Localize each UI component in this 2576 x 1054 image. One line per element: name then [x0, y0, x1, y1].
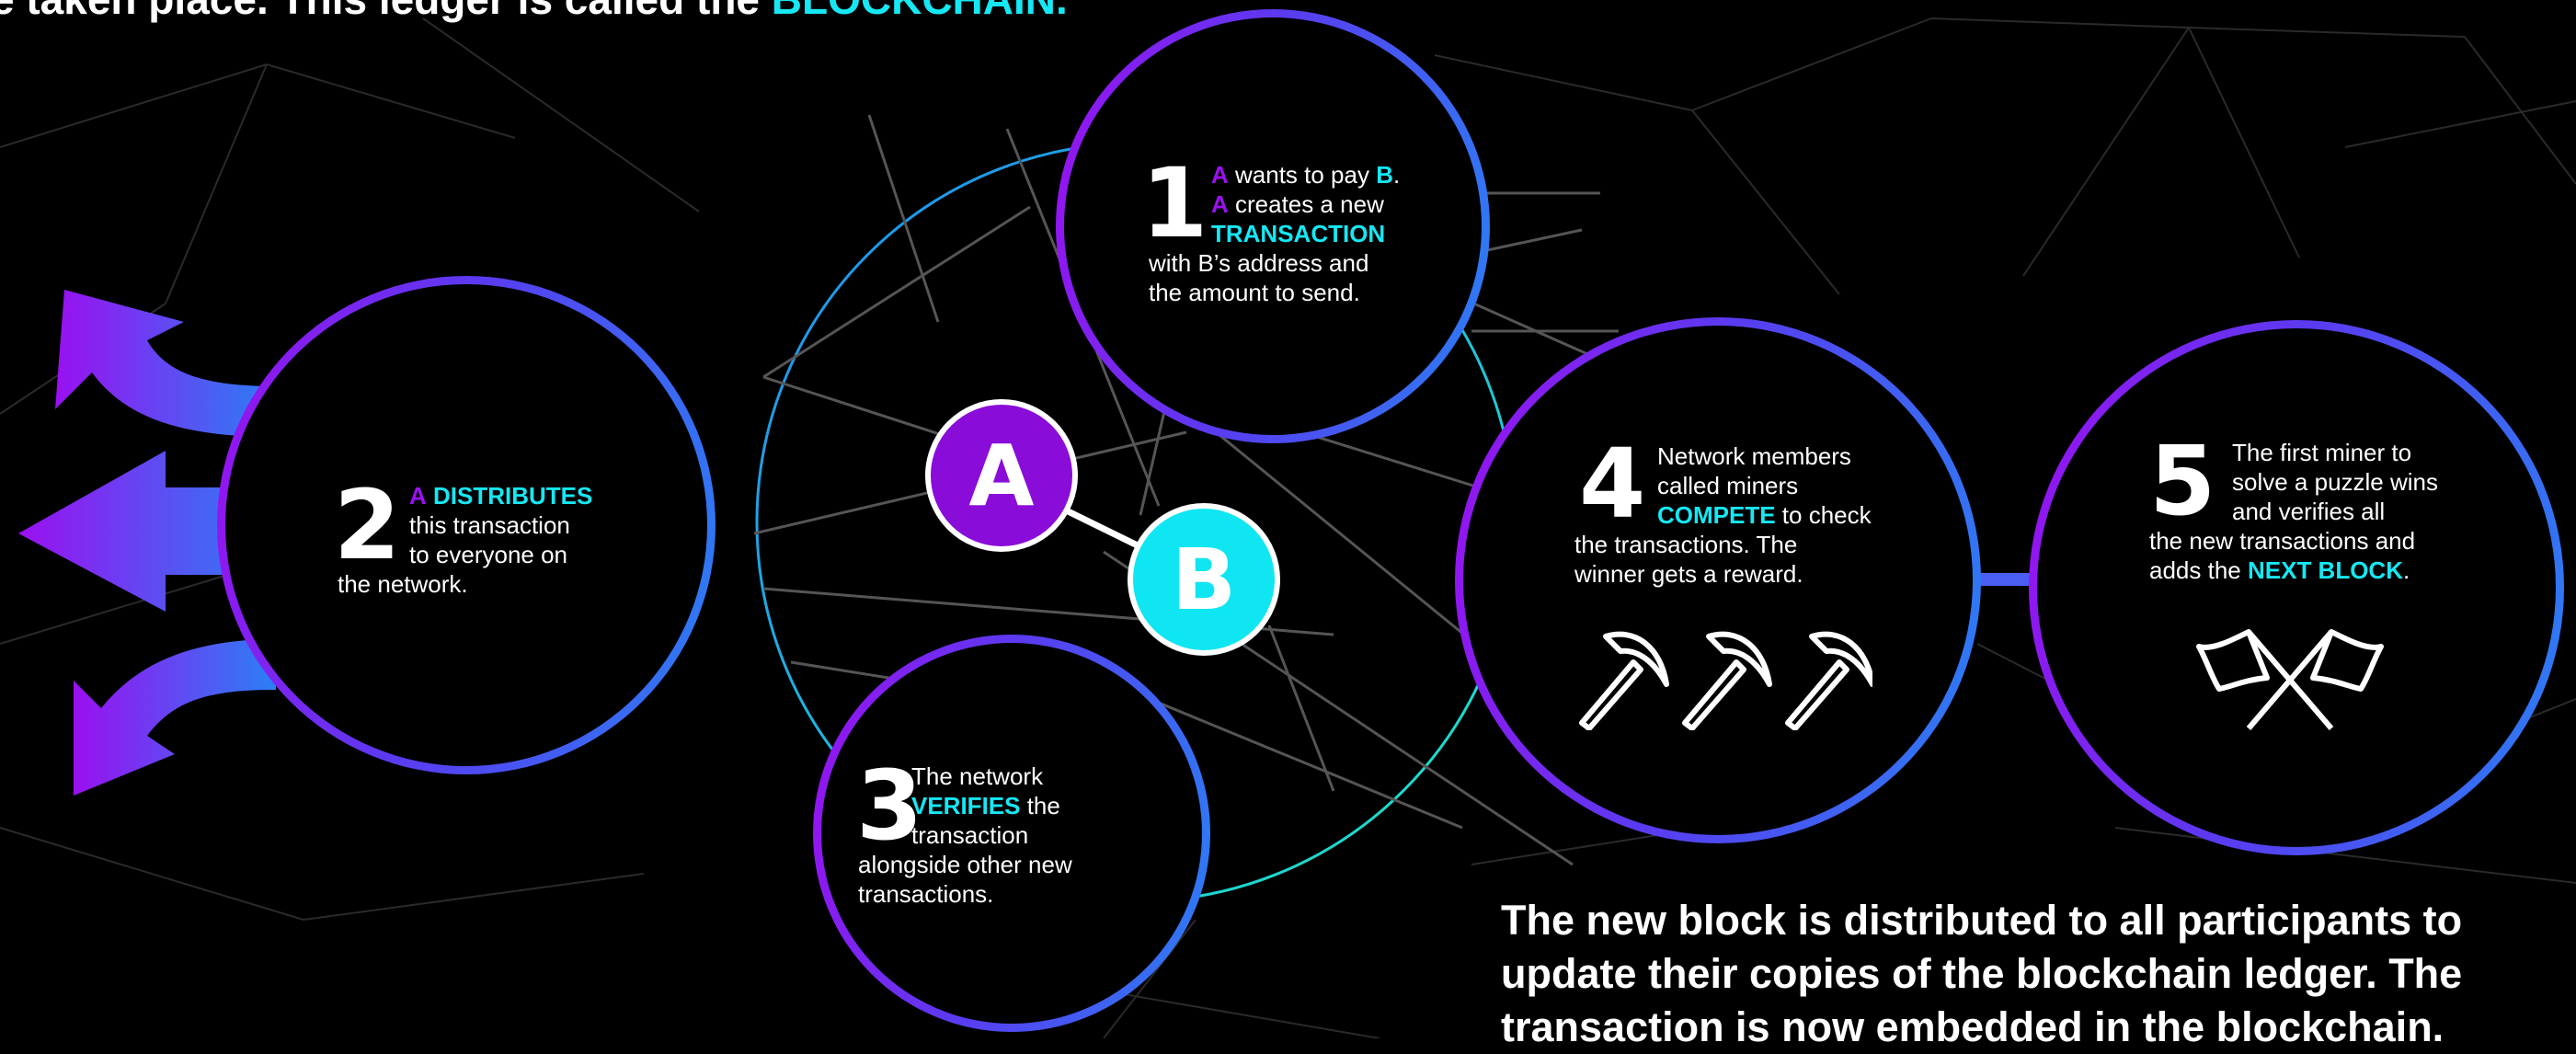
step-5-line5: adds the NEXT BLOCK. [2149, 556, 2410, 584]
step-4-circle: 4 Network members called miners COMPETE … [1455, 317, 1981, 843]
step-4-number: 4 [1579, 428, 1646, 540]
pickaxe-icon [1785, 631, 1872, 730]
step-1-line4: with B’s address and [1149, 249, 1369, 277]
step-3-number: 3 [856, 750, 923, 862]
step-3-line5: transactions. [858, 880, 994, 908]
step-5-number: 5 [2149, 425, 2216, 537]
pickaxe-icons [1579, 631, 1872, 730]
step-4-text: Network members called miners COMPETE to… [1657, 442, 1872, 529]
step-2-line4: the network. [338, 570, 468, 598]
distribution-arrows [18, 290, 276, 796]
step-2-text: A DISTRIBUTES this transaction to everyo… [409, 482, 593, 568]
step-5-line4: the new transactions and [2149, 527, 2416, 555]
intro-text: e taken place. This ledger is called the… [0, 0, 1068, 24]
step-3-line4: alongside other new [858, 851, 1072, 878]
step-5-text: The first miner to solve a puzzle wins a… [2232, 439, 2438, 525]
node-a: A [925, 399, 1078, 552]
step-3-text: The network VERIFIES the transaction [911, 762, 1060, 849]
step-4-line5: winner gets a reward. [1574, 560, 1803, 588]
step-2-circle: 2 A DISTRIBUTES this transaction to ever… [217, 276, 716, 774]
curved-arrow-icon-bottom [74, 639, 276, 796]
conclusion-text: The new block is distributed to all part… [1501, 897, 2463, 1050]
step-3-circle: 3 The network VERIFIES the transaction a… [813, 635, 1210, 1032]
step-1-circle: 1 A wants to pay B. A creates a new TRAN… [1056, 9, 1490, 443]
step-1-text: A wants to pay B. A creates a new TRANSA… [1211, 161, 1401, 247]
curved-arrow-icon-middle [18, 451, 276, 612]
step-4-line4: the transactions. The [1574, 531, 1798, 558]
step-2-number: 2 [334, 469, 401, 581]
curved-arrow-icon-top [55, 290, 276, 437]
step-1-number: 1 [1141, 147, 1208, 259]
pickaxe-icon [1682, 631, 1772, 730]
node-b: B [1128, 503, 1280, 656]
step-5-circle: 5 The first miner to solve a puzzle wins… [2029, 320, 2564, 855]
crossed-flags-icon [2196, 629, 2384, 730]
blockchain-highlight: BLOCKCHAIN. [772, 0, 1068, 23]
pickaxe-icon [1579, 631, 1669, 730]
step-1-line5: the amount to send. [1149, 279, 1360, 306]
